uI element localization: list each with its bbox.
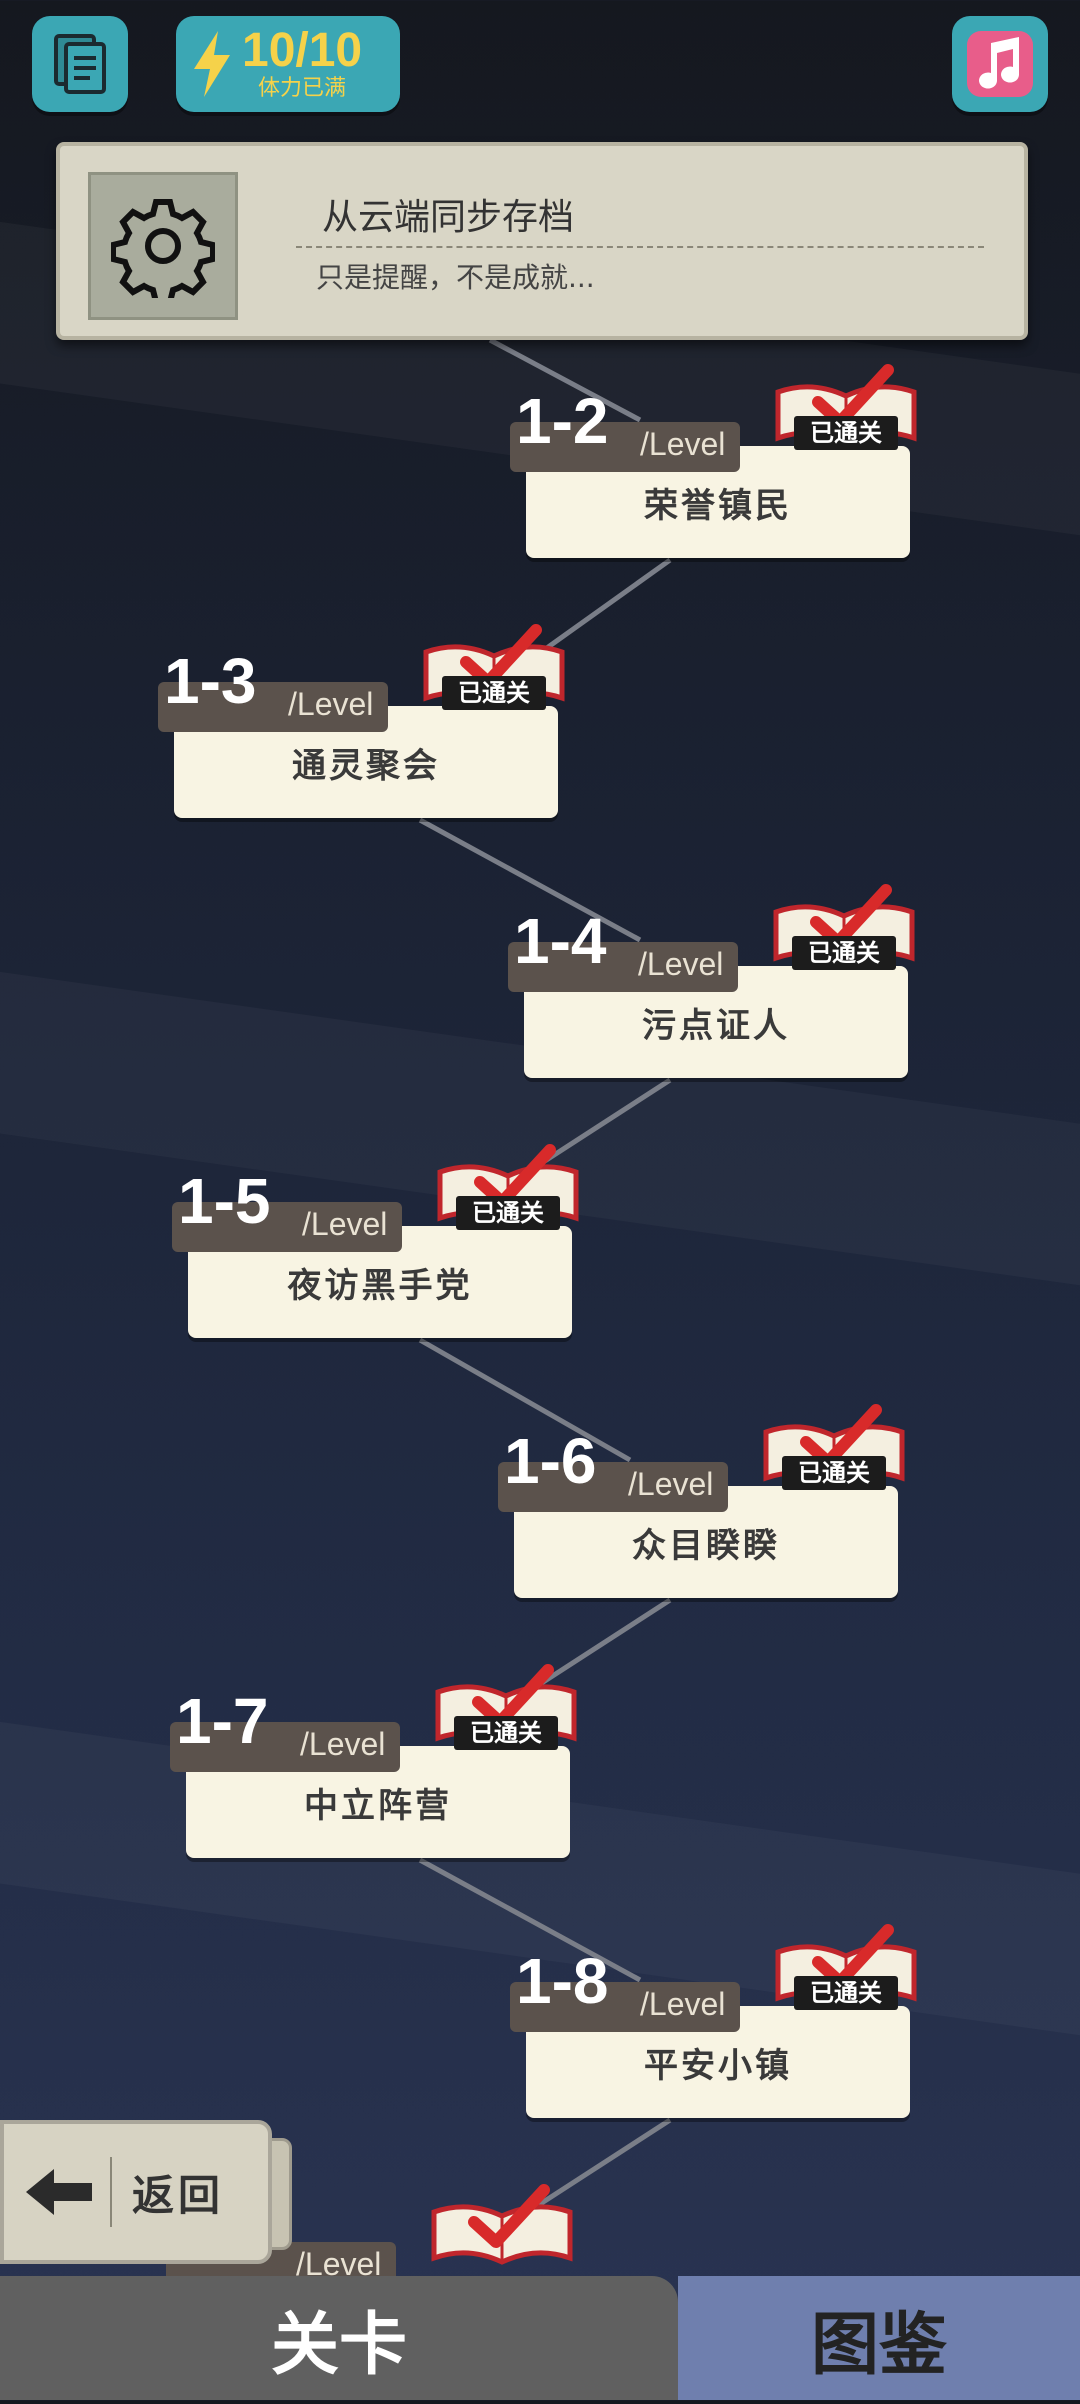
stamina-indicator[interactable]: 10/10 体力已满: [176, 16, 400, 112]
cleared-badge: [428, 2182, 576, 2292]
level-tag: [510, 1982, 740, 2032]
lightning-icon: [194, 31, 230, 97]
level-number: 1-3: [164, 645, 257, 717]
documents-icon: [54, 34, 106, 94]
tab-levels-label: 关卡: [270, 2305, 407, 2385]
level-card[interactable]: 中立阵营 1-7 /Level 已通关: [170, 1664, 577, 1884]
cleared-label: 已通关: [454, 1716, 558, 1750]
level-name: 污点证人: [642, 1005, 790, 1046]
stamina-status: 体力已满: [258, 76, 347, 101]
notice-title: 从云端同步存档: [322, 197, 575, 238]
back-button[interactable]: 返回: [0, 2120, 272, 2264]
music-button[interactable]: [952, 16, 1048, 112]
arrow-left-icon: [26, 2169, 92, 2215]
level-card[interactable]: 夜访黑手党 1-5 /Level 已通关: [172, 1144, 579, 1364]
tab-levels[interactable]: 关卡: [0, 2276, 678, 2400]
level-name: 中立阵营: [304, 1785, 452, 1826]
level-card[interactable]: 荣誉镇民 1-2 /Level 已通关: [510, 364, 917, 584]
level-suffix: /Level: [300, 1726, 386, 1762]
cleared-label: 已通关: [782, 1456, 886, 1490]
cleared-badge: 已通关: [420, 622, 568, 732]
level-suffix: /Level: [638, 946, 724, 982]
cleared-label: 已通关: [456, 1196, 560, 1230]
level-number: 1-2: [516, 385, 609, 457]
notice-subtitle: 只是提醒，不是成就...: [316, 261, 595, 294]
book-check-icon: [431, 2184, 573, 2265]
level-suffix: /Level: [640, 426, 726, 462]
cleared-badge: 已通关: [760, 1402, 908, 1512]
level-suffix: /Level: [302, 1206, 388, 1242]
level-name: 平安小镇: [644, 2045, 792, 2086]
music-note-icon: [967, 31, 1033, 97]
stamina-count: 10/10: [242, 24, 363, 77]
level-tag: [510, 422, 740, 472]
cleared-badge: 已通关: [770, 882, 918, 992]
back-label: 返回: [132, 2170, 225, 2220]
level-number: 1-8: [516, 1945, 609, 2017]
notice-icon-frame: [88, 172, 238, 320]
cleared-label: 已通关: [792, 936, 896, 970]
level-tag: [498, 1462, 728, 1512]
level-name: 众目睽睽: [632, 1525, 780, 1566]
level-number: 1-4: [514, 905, 607, 977]
documents-button[interactable]: [32, 16, 128, 112]
level-suffix: /Level: [628, 1466, 714, 1502]
level-tag: [170, 1722, 400, 1772]
level-card[interactable]: 通灵聚会 1-3 /Level 已通关: [158, 624, 565, 844]
cleared-label: 已通关: [794, 416, 898, 450]
level-number: 1-5: [178, 1165, 271, 1237]
level-card[interactable]: 平安小镇 1-8 /Level 已通关: [510, 1924, 917, 2144]
notice-divider: [296, 246, 984, 248]
notification-toast[interactable]: 从云端同步存档 只是提醒，不是成就...: [56, 142, 1028, 340]
level-name: 通灵聚会: [292, 745, 440, 786]
cleared-badge: 已通关: [772, 1922, 920, 2032]
tab-codex-label: 图鉴: [810, 2305, 947, 2385]
level-name: 夜访黑手党: [287, 1265, 473, 1306]
level-tag: [508, 942, 738, 992]
tab-codex[interactable]: 图鉴: [678, 2276, 1080, 2400]
level-name: 荣誉镇民: [644, 485, 792, 526]
level-tag: [172, 1202, 402, 1252]
level-card[interactable]: 众目睽睽 1-6 /Level 已通关: [498, 1404, 905, 1624]
level-suffix: /Level: [640, 1986, 726, 2022]
cleared-badge: 已通关: [434, 1142, 582, 1252]
level-suffix: /Level: [288, 686, 374, 722]
level-tag: [158, 682, 388, 732]
cleared-label: 已通关: [442, 676, 546, 710]
level-number: 1-7: [176, 1685, 269, 1757]
cleared-badge: 已通关: [772, 362, 920, 472]
back-divider: [110, 2157, 112, 2227]
level-card[interactable]: 污点证人 1-4 /Level 已通关: [508, 884, 915, 1104]
cleared-label: 已通关: [794, 1976, 898, 2010]
level-number: 1-6: [504, 1425, 597, 1497]
cleared-badge: 已通关: [432, 1662, 580, 1772]
gear-icon: [111, 199, 215, 298]
